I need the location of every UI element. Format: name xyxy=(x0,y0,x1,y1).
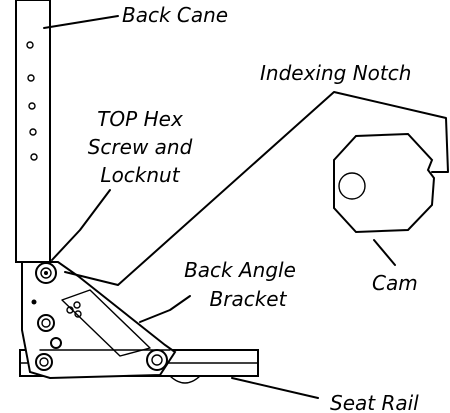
back-cane xyxy=(15,0,51,263)
back-cane-label: Back Cane xyxy=(122,3,228,27)
top-hex-label-line1: TOP Hex xyxy=(97,107,183,131)
indexing-notch-label: Indexing Notch xyxy=(260,61,411,85)
top-hex-label-line2: Screw and xyxy=(88,135,193,159)
cam-label: Cam xyxy=(372,271,418,295)
back-angle-bracket xyxy=(21,261,177,380)
top-hex-label-line3: Locknut xyxy=(100,163,180,187)
cam xyxy=(333,132,436,234)
back-angle-label-line2: Bracket xyxy=(210,287,288,311)
seat-rail-label: Seat Rail xyxy=(330,391,419,413)
leader-lines xyxy=(43,15,449,399)
back-angle-label-line1: Back Angle xyxy=(184,258,296,282)
